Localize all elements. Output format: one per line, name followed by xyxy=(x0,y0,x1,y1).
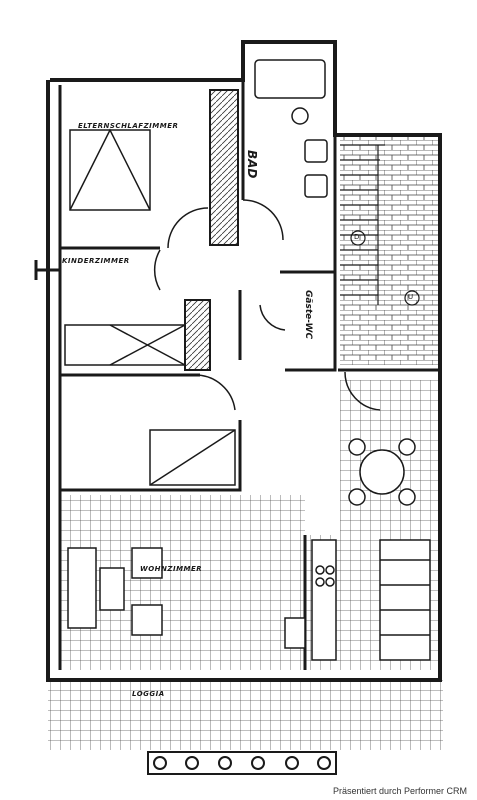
label-gaeste-wc: Gäste-WC xyxy=(303,290,313,340)
label-bad: BAD xyxy=(245,150,259,179)
living-furniture xyxy=(67,547,306,649)
wall-markers xyxy=(34,260,60,280)
bathroom-fixtures xyxy=(254,59,328,198)
label-kinderzimmer: KINDERZIMMER xyxy=(62,257,130,265)
kitchen-counter xyxy=(311,539,431,661)
staircase xyxy=(340,144,420,306)
dining-set xyxy=(348,438,416,506)
label-wohnzimmer: WOHNZIMMER xyxy=(140,565,203,573)
loggia-floor-tiles xyxy=(48,680,443,750)
label-elternschlafzimmer: ELTERNSCHLAFZIMMER xyxy=(78,122,179,130)
stair-marker-down: D xyxy=(354,233,360,241)
loggia-planters xyxy=(147,751,337,775)
label-loggia: LOGGIA xyxy=(132,690,165,698)
door-swings xyxy=(153,199,381,411)
stair-marker-up: U xyxy=(408,293,414,301)
credit-text: Präsentiert durch Performer CRM xyxy=(332,786,467,796)
wardrobe-child xyxy=(184,299,211,371)
wardrobe-master xyxy=(209,89,239,246)
beds xyxy=(64,128,236,486)
